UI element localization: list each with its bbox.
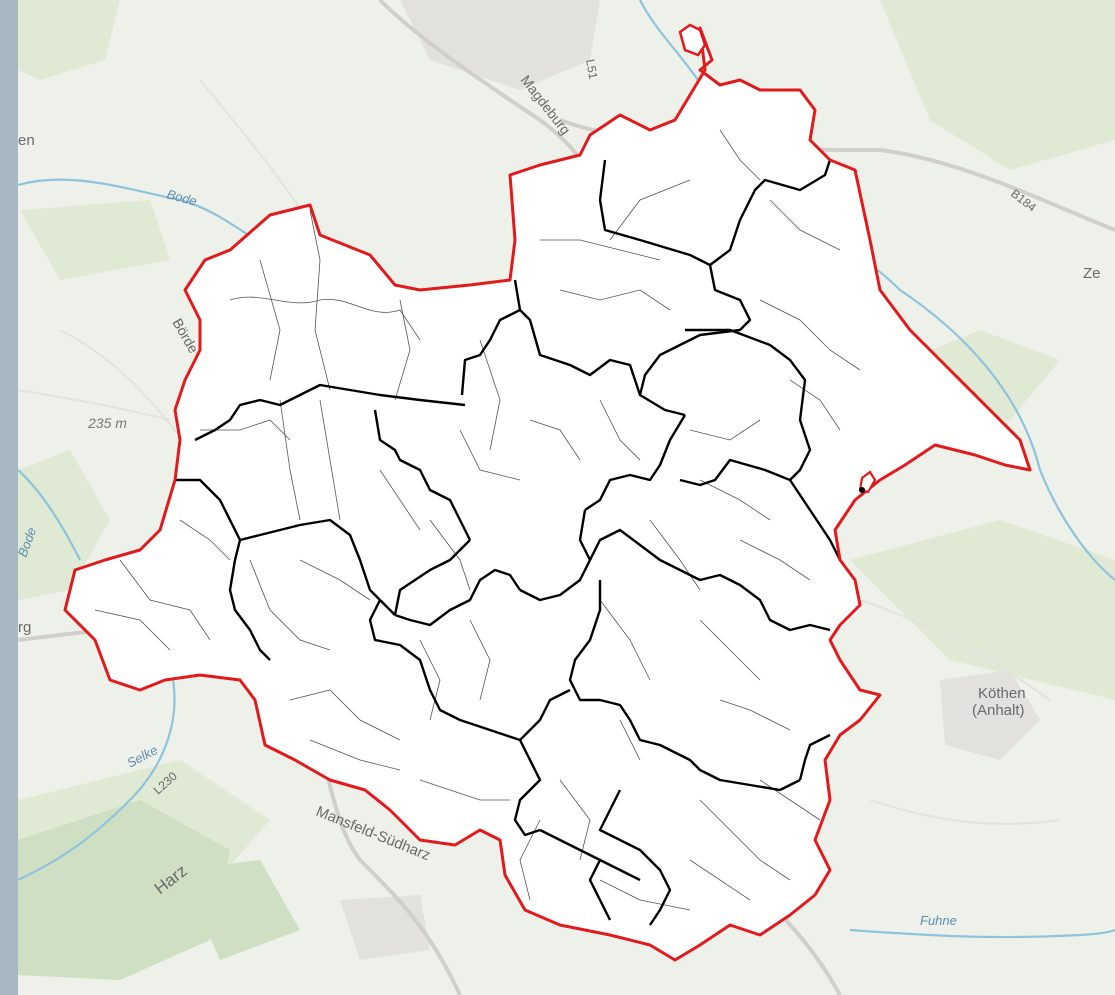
label-anhalt: (Anhalt) <box>972 702 1025 719</box>
region-fill <box>65 28 1030 960</box>
label-elevation: 235 m <box>87 415 127 431</box>
region-exclave <box>678 23 707 57</box>
label-river-fuhne: Fuhne <box>920 913 957 928</box>
region-outer-boundary <box>63 26 1032 962</box>
municipality-boundaries <box>94 129 861 911</box>
label-edge-rg: rg <box>18 619 31 636</box>
label-edge-en: en <box>18 132 35 149</box>
map-svg: en rg Ze Magdeburg L51 B184 Bode Bode Se… <box>18 0 1115 995</box>
label-koethen: Köthen <box>978 685 1026 702</box>
map-canvas[interactable]: en rg Ze Magdeburg L51 B184 Bode Bode Se… <box>18 0 1115 995</box>
region-exclave-marker <box>859 487 865 493</box>
district-boundaries <box>175 159 842 926</box>
label-edge-ze: Ze <box>1083 265 1101 282</box>
forest-harz <box>18 800 300 980</box>
region-map <box>63 23 1032 962</box>
label-road-l51: L51 <box>583 58 600 80</box>
